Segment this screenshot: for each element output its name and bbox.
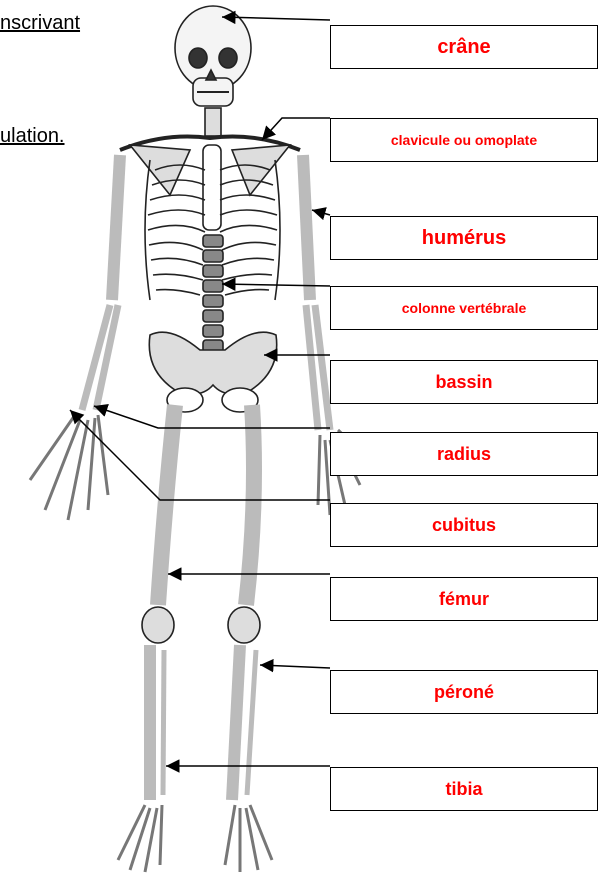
label-clavicule-omoplate: clavicule ou omoplate (330, 118, 598, 162)
skeleton-illustration (30, 6, 380, 872)
label-humerus: humérus (330, 216, 598, 260)
label-tibia: tibia (330, 767, 598, 811)
label-crane: crâne (330, 25, 598, 69)
pointer-radius (94, 406, 330, 428)
label-cubitus: cubitus (330, 503, 598, 547)
label-radius: radius (330, 432, 598, 476)
pointer-clavicule (262, 118, 330, 140)
pointer-cubitus (70, 410, 330, 500)
label-femur: fémur (330, 577, 598, 621)
label-bassin: bassin (330, 360, 598, 404)
label-colonne-vertebrale: colonne vertébrale (330, 286, 598, 330)
pointer-perone (260, 665, 330, 668)
label-perone: péroné (330, 670, 598, 714)
pointer-humerus (312, 210, 330, 215)
